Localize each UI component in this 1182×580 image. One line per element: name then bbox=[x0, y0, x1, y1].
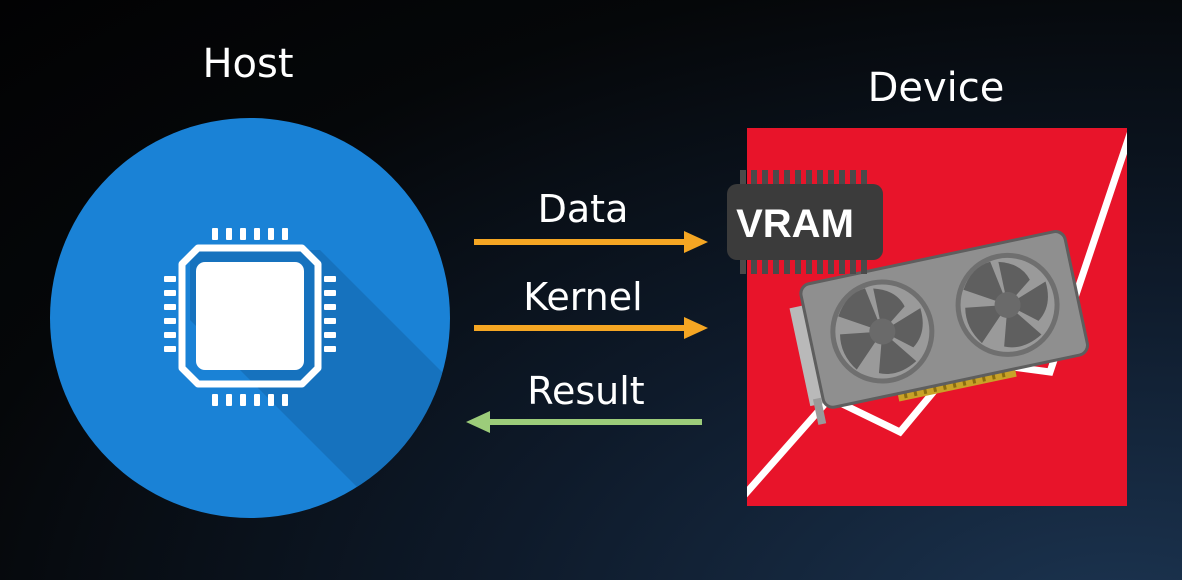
arrow-label-result: Result bbox=[527, 369, 645, 413]
cpu-chip-icon bbox=[164, 228, 336, 406]
vram-chip-icon bbox=[727, 170, 883, 274]
arrow-label-kernel: Kernel bbox=[523, 275, 643, 319]
arrow-result bbox=[466, 411, 702, 433]
fan-right-icon bbox=[955, 252, 1060, 357]
arrow-kernel bbox=[474, 317, 708, 339]
device-node bbox=[727, 128, 1127, 506]
graphics-card-icon bbox=[789, 230, 1089, 425]
host-title: Host bbox=[202, 41, 294, 87]
vram-label: VRAM bbox=[736, 202, 854, 246]
arrow-data bbox=[474, 231, 708, 253]
arrow-label-data: Data bbox=[537, 187, 629, 231]
fan-left-icon bbox=[830, 279, 935, 384]
device-title: Device bbox=[867, 65, 1005, 111]
host-node bbox=[50, 118, 450, 518]
